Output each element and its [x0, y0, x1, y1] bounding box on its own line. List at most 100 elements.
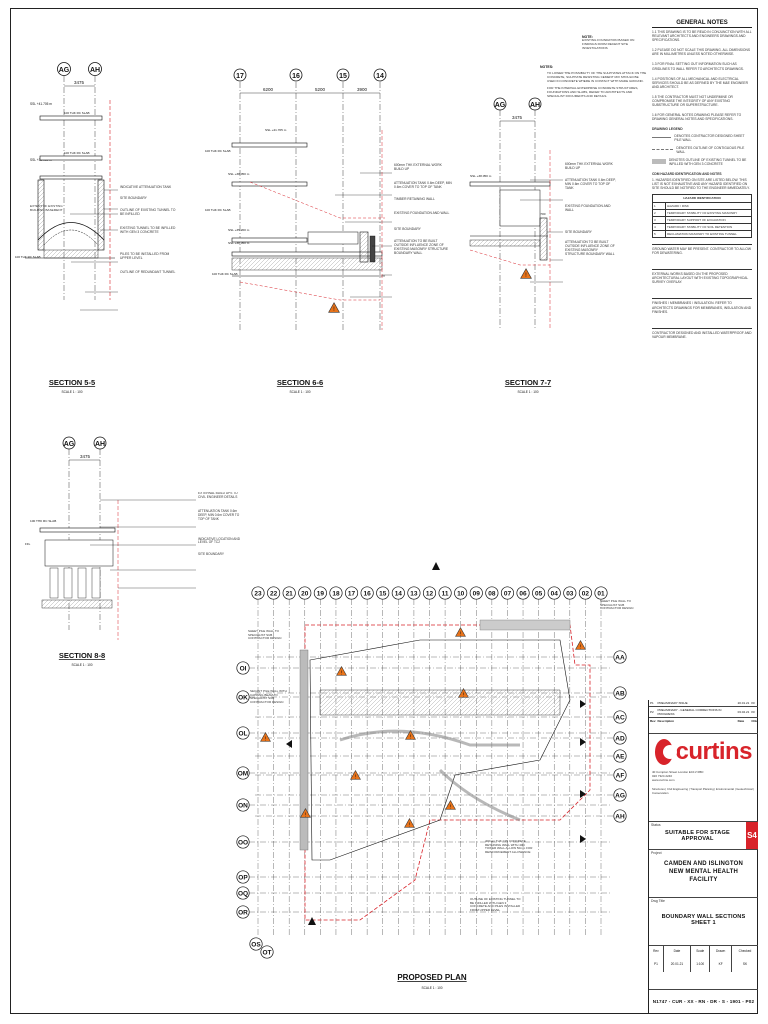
grid-label: 22	[270, 590, 278, 597]
logo-mark-icon	[655, 739, 678, 765]
dimension: 6200	[263, 87, 274, 92]
grid-bubble	[613, 686, 627, 700]
grid-label: 23	[254, 590, 262, 597]
callout: EXISTING FOUNDATION AND WALL	[565, 204, 611, 212]
rev-date: 20.01.21	[736, 700, 751, 707]
meta-header: Rev	[649, 946, 664, 956]
grid-label: 14	[395, 590, 403, 597]
grid-bubble	[613, 809, 627, 823]
callout: INDICATIVE LOCATION AND LEVEL OF TC2	[198, 536, 241, 545]
grid-label: OL	[238, 730, 247, 737]
drawing-number: N1747 - CUR - XX - RN - DR - S - 1901 - …	[652, 998, 755, 1004]
project-block: Project CAMDEN AND ISLINGTON NEW MENTAL …	[649, 850, 758, 898]
secant-pile-wall	[299, 649, 309, 851]
level-label: 100 THK RC SLAB	[64, 151, 89, 155]
legend-swatch	[652, 159, 666, 165]
grid-label: AF	[616, 772, 625, 779]
rev-header: Rev	[650, 719, 656, 723]
plan-callout: SECANT PILE WALL WITH CAPPING BEAM TO SP…	[250, 690, 287, 704]
top-note-text: EXISTING FOUNDATION BASED ON FINDINGS FR…	[582, 39, 635, 50]
grid-label: OO	[238, 839, 248, 846]
note-item: 1.6 FOR GENERAL NOTES DRAWING PLEASE REF…	[652, 113, 742, 122]
grid-label: AH	[615, 813, 625, 820]
legend-swatch	[652, 137, 672, 139]
rev-header: Description	[657, 719, 675, 723]
grid-label: 10	[457, 590, 465, 597]
callout: SITE BOUNDARY	[120, 196, 147, 200]
callout: EXISTING TUNNEL TO BE INFILLED WITH GEN …	[120, 226, 176, 234]
extra-note: CONTRACTOR DESIGNED AND INSTALLED WATERP…	[652, 327, 752, 339]
dimension: 5200	[315, 87, 326, 92]
notes-title: NOTES:	[540, 65, 553, 69]
legend-heading: DRAWING LEGEND	[652, 127, 683, 132]
dimension: 3900	[357, 87, 368, 92]
rev-header: Date	[737, 719, 745, 723]
grid-label: AC	[615, 714, 625, 721]
callout: 600mm THK EXTERNAL WORK BUILD UP	[394, 163, 442, 171]
level-label: SSL +35.200 m	[228, 228, 250, 232]
svg-text:100 THK RC SLAB: 100 THK RC SLAB	[212, 272, 237, 276]
grid-label: OP	[238, 874, 248, 881]
section-scale: SCALE 1 : 100	[517, 390, 538, 394]
hazard-desc: TEMPORARY STABILITY OF EXISTING MASONRY	[665, 208, 752, 217]
drawing-title-block: Dwg Title BOUNDARY WALL SECTIONS SHEET 1	[649, 898, 758, 946]
hazard-ref: 1	[652, 201, 666, 210]
status-block: Status SUITABLE FOR STAGE APPROVAL S4	[649, 822, 758, 850]
callout: ATTENUATION TANK 0.6m DEEP, MIN 0.6m COV…	[198, 508, 240, 521]
plan-callout: SHEET PILE WALL TO SPECIALIST SUB CONTRA…	[248, 630, 282, 641]
section-7-7: AG AH 3475 SSL +38.050 m +34700 600mm TH…	[469, 97, 616, 394]
cdm-heading: CDM HAZARD IDENTIFICATION AND NOTES	[652, 172, 722, 177]
revision-table: P1 PRELIMINARY ISSUE 20.01.21 KF P2 PREL…	[649, 700, 758, 734]
callout: EXISTING FOUNDATION AND WALL	[394, 211, 450, 215]
curtins-logo: curtins	[649, 734, 758, 770]
level-label: SSL +38.050 m	[228, 172, 250, 176]
level-label: 100 THK RC SLAB	[64, 111, 89, 115]
grid-label: 02	[582, 590, 590, 597]
callout: SITE BOUNDARY	[565, 230, 592, 234]
grid-label: AG	[495, 102, 506, 109]
meta-value: 1:100	[690, 956, 711, 972]
svg-text:FFL: FFL	[25, 542, 31, 546]
section-8-8: AG AH 3475 100 THK RC SLAB FFL EXTERNAL …	[25, 436, 241, 667]
grid-label: 19	[317, 590, 325, 597]
status-code-badge: S4	[746, 822, 758, 849]
callout: PILES TO BE INSTALLED FROM UPPER LEVEL	[120, 252, 170, 260]
callout: 600mm THK EXTERNAL WORK BUILD UP	[565, 162, 613, 170]
hazard-desc: RECLAMATION MASONRY TO EXISTING TUNNEL	[665, 229, 752, 239]
rev-cell: P1	[649, 700, 657, 707]
plan-callout: 400mm THK C35 CONCRETE RETAINING WALL WI…	[485, 840, 533, 854]
level-label: 100 THK RC SLAB	[205, 208, 230, 212]
grid-label: 18	[332, 590, 340, 597]
grid-label: ON	[238, 802, 248, 809]
callout: INDICATIVE ATTENUATION TANK	[120, 185, 172, 189]
plan-title: PROPOSED PLAN	[397, 973, 467, 982]
grid-label: 17	[348, 590, 356, 597]
section-5-5: AG AH 3475 SSL +41.705 m SSL +38.050 m 1…	[15, 62, 176, 394]
callout: ATTENUATION TO BE BUILT OUTSIDE INFLUENC…	[394, 239, 449, 255]
hazard-desc: TEMPORARY STABILITY OF SOIL RETENTION	[665, 222, 752, 231]
level-label: 100 THK RC SLAB	[30, 519, 56, 523]
meta-value: 20.01.21	[663, 956, 692, 972]
grid-bubble	[260, 945, 274, 959]
grid-bubble	[249, 937, 263, 951]
hazard-ref: 3	[652, 215, 666, 224]
meta-header: Scale	[690, 946, 711, 956]
level-label: SSL +38.050 m	[228, 241, 250, 245]
grid-label: 04	[551, 590, 559, 597]
site-boundary	[304, 624, 591, 921]
grid-bubble	[88, 62, 102, 76]
section-scale: SCALE 1 : 100	[289, 390, 310, 394]
level-label: +34700	[535, 212, 546, 216]
grid-label: OM	[238, 770, 248, 777]
extra-note: FINISHES / MEMBRANES / INSULATION. REFER…	[652, 298, 752, 314]
legend-item: DENOTES OUTLINE OF EXISTING TUNNEL TO BE…	[668, 157, 747, 166]
grid-label: AE	[615, 753, 625, 760]
grid-label: AB	[615, 690, 625, 697]
note-item: FOR THE INTERNAL ENTERPRISE CONCRETE STR…	[547, 85, 639, 98]
note-item: 1.5 THE CONTRACTOR MUST NOT UNDERMINE OR…	[652, 94, 733, 108]
grid-label: OS	[251, 941, 261, 948]
